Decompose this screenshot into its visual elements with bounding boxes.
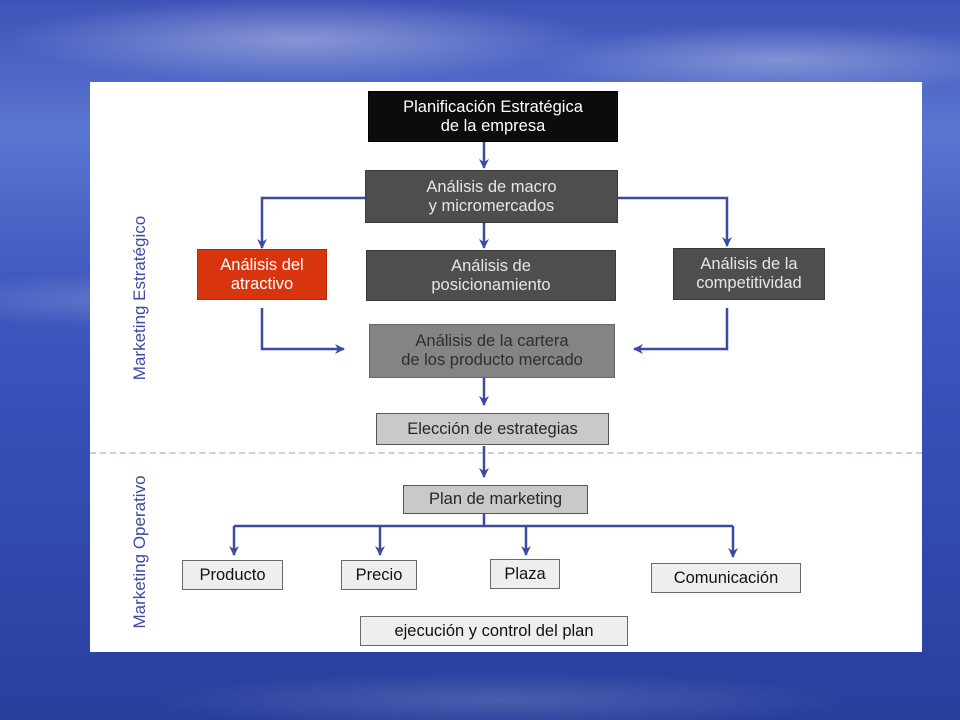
arrow-macro-to-competitividad <box>618 196 732 247</box>
plaza-box: Plaza <box>490 559 560 589</box>
section-divider <box>90 452 922 454</box>
posicionamiento-box: Análisis de posicionamiento <box>366 250 616 301</box>
cartera-box: Análisis de la cartera de los producto m… <box>369 324 615 378</box>
arrow-macro-to-atractivo <box>257 196 365 249</box>
precio-box: Precio <box>341 560 417 590</box>
flow-arrows <box>229 142 738 558</box>
producto-box: Producto <box>182 560 283 590</box>
analisis-macro-box: Análisis de macro y micromercados <box>365 170 618 223</box>
competitividad-box: Análisis de la competitividad <box>673 248 825 300</box>
atractivo-box: Análisis del atractivo <box>197 249 327 300</box>
arrow-atractivo-to-cartera <box>260 308 345 354</box>
arrow-competitividad-to-cartera <box>633 308 729 354</box>
comunicacion-box: Comunicación <box>651 563 801 593</box>
diagram-panel: Marketing Estratégico Marketing Operativ… <box>90 82 922 652</box>
ejecucion-box: ejecución y control del plan <box>360 616 628 646</box>
planificacion-box: Planificación Estratégica de la empresa <box>368 91 618 142</box>
eleccion-box: Elección de estrategias <box>376 413 609 445</box>
plan-de-marketing-box: Plan de marketing <box>403 485 588 514</box>
